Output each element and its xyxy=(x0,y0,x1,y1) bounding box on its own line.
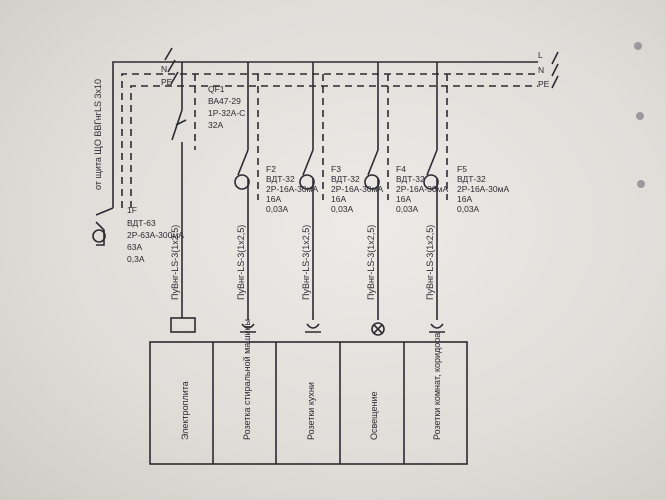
rcd-f5-line-2: 2Р-16А-30мА xyxy=(457,184,509,194)
rcd-f4-line-1: ВДТ-32 xyxy=(396,174,425,184)
rcd-f3-line-3: 16А xyxy=(331,194,346,204)
cable-label-3: ПуВнг-LS-3(1х2,5) xyxy=(301,225,311,300)
rcd-f3-line-2: 2Р-16А-30мА xyxy=(331,184,383,194)
rcd-f5-line-4: 0,03А xyxy=(457,204,480,214)
cable-label-5: ПуВнг-LS-3(1х2,5) xyxy=(425,225,435,300)
bus-label-pe-left: PE xyxy=(161,77,173,87)
rcd-f3-id: F3 xyxy=(331,164,341,174)
bus-ticks-left xyxy=(164,47,179,85)
qf1-line-2: 1Р-32А-С xyxy=(208,108,245,118)
rcd-f4-line-3: 16А xyxy=(396,194,411,204)
load-table xyxy=(149,341,468,465)
load-label-3: Розетки кухни xyxy=(306,382,316,440)
rcd-1f-line-1: ВДТ-63 xyxy=(127,218,156,228)
rcd-f4-id: F4 xyxy=(396,164,406,174)
bus-label-pe-right: PE xyxy=(538,79,550,89)
rcd-branches xyxy=(234,62,448,320)
load-label-4: Освещение xyxy=(369,392,379,441)
rcd-f5-id: F5 xyxy=(457,164,467,174)
rcd-1f-line-4: 0,3А xyxy=(127,254,145,264)
qf1-line-1: ВА47-29 xyxy=(208,96,241,106)
load-label-1: Электроплита xyxy=(180,381,190,440)
rcd-1f-line-2: 2Р-63А-300мА xyxy=(127,230,184,240)
feeder-lines xyxy=(112,61,538,208)
rcd-f4-line-4: 0,03А xyxy=(396,204,419,214)
bus-label-n-left: N xyxy=(161,64,167,74)
rcd-f2-line-3: 16А xyxy=(266,194,281,204)
bus-label-n-right: N xyxy=(538,65,544,75)
rcd-f2-id: F2 xyxy=(266,164,276,174)
rcd-f2-line-4: 0,03А xyxy=(266,204,289,214)
rcd-1f-symbol xyxy=(92,207,114,246)
rcd-1f-id: 1F xyxy=(127,205,137,215)
rcd-f2-line-1: ВДТ-32 xyxy=(266,174,295,184)
load-symbols xyxy=(170,317,445,336)
rcd-f3-line-1: ВДТ-32 xyxy=(331,174,360,184)
rcd-f3-line-4: 0,03А xyxy=(331,204,354,214)
cable-label-2: ПуВнг-LS-3(1х2,5) xyxy=(236,225,246,300)
feeder-cable-label: от щита ЩО ВВГнгLS 3х10 xyxy=(93,79,103,190)
qf1-line-3: 32А xyxy=(208,120,223,130)
bus-label-l-right: L xyxy=(538,50,543,60)
cable-label-4: ПуВнг-LS-3(1х2,5) xyxy=(366,225,376,300)
load-label-5: Розетки комнат, коридора xyxy=(432,333,442,440)
rcd-f4-line-2: 2Р-16А-30мА xyxy=(396,184,448,194)
rcd-f5-line-1: ВДТ-32 xyxy=(457,174,486,184)
binder-holes xyxy=(634,42,645,188)
bus-ticks-right xyxy=(551,51,559,89)
rcd-1f-line-3: 63А xyxy=(127,242,142,252)
rcd-f2-line-2: 2Р-16А-30мА xyxy=(266,184,318,194)
rcd-f5-line-3: 16А xyxy=(457,194,472,204)
qf1-branch xyxy=(171,62,196,318)
cable-label-1: ПуВнг-LS-3(1х2,5) xyxy=(170,225,180,300)
load-label-2: Розетка стиральной машины xyxy=(242,319,252,440)
qf1-id: QF1 xyxy=(208,84,225,94)
